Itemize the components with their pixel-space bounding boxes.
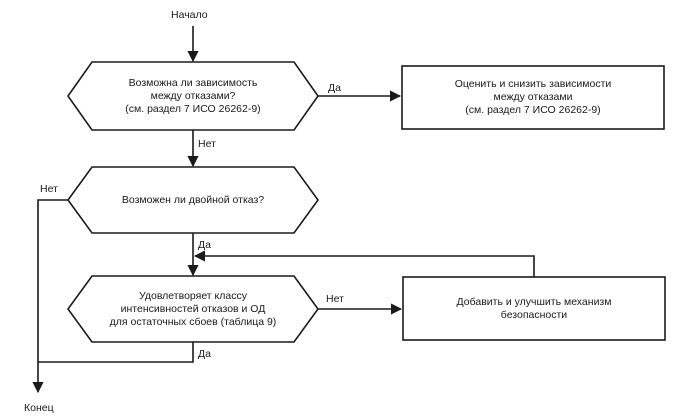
decision2-no-label: Нет [40,183,58,195]
decision3-yes-label: Да [198,348,211,360]
decision2-yes-label: Да [198,239,211,251]
decision3-line2: интенсивностей отказов и ОД [120,302,266,315]
start-label: Начало [171,9,208,21]
decision1-line2: между отказами? [150,89,236,102]
decision2-no-line [32,199,68,394]
decision3-no-label: Нет [326,293,344,305]
action2-line2: безопасности [500,308,568,321]
end-label: Конец [24,402,54,414]
action1-text: Оценить и снизить зависимости между отка… [404,68,662,127]
decision3-line3: для остаточных сбоев (таблица 9) [109,315,277,328]
decision1-line1: Возможна ли зависимость [128,76,258,89]
action1-line2: между отказами [493,91,573,103]
decision2-line1: Возможен ли двойной отказ? [121,193,265,206]
decision1-yes-label: Да [328,82,341,94]
decision3-yes-line [38,342,194,363]
action1-shape [401,65,665,130]
decision3-shape [67,275,319,343]
decision1-line3: (см. раздел 7 ИСО 26262-9) [125,102,261,115]
action2-shape [402,276,666,341]
decision2-text: Возможен ли двойной отказ? [80,172,306,228]
action2-text: Добавить и улучшить механизм безопасност… [405,279,663,338]
decision3-line1: Удовлетворяет классу [139,289,247,302]
decision1-no-label: Нет [198,138,216,150]
decision3-text: Удовлетворяет классу интенсивностей отка… [80,281,306,337]
action1-line3: (см. раздел 7 ИСО 26262-9) [465,104,601,116]
action2-line1: Добавить и улучшить механизм [456,295,612,308]
action2-loop-line [193,250,535,277]
action1-line1: Оценить и снизить зависимости [454,78,612,90]
decision1-text: Возможна ли зависимость между отказами? … [80,68,306,124]
decision1-shape [67,61,319,131]
